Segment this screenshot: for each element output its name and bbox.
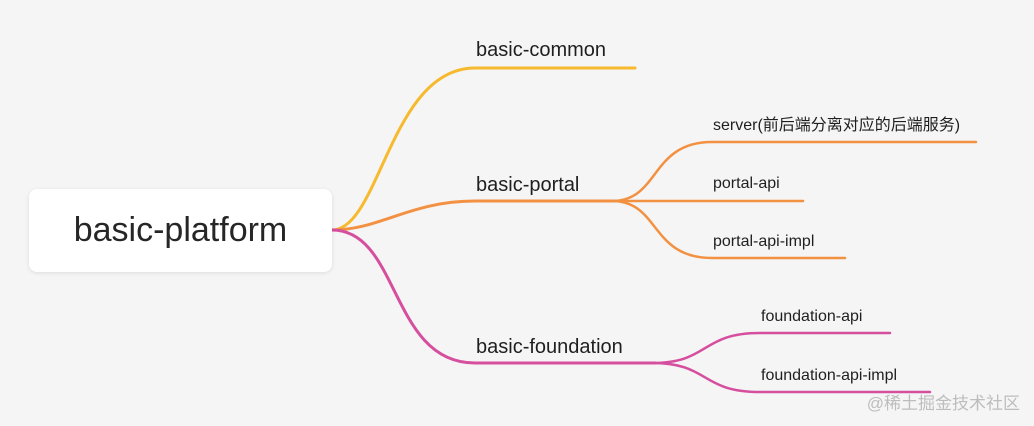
- branch-basic-foundation-label[interactable]: basic-foundation: [476, 336, 623, 358]
- edge-foundation-api: [650, 331, 892, 365]
- node-foundation-api-label[interactable]: foundation-api: [761, 308, 863, 325]
- edge-root-common: [330, 66, 637, 232]
- edge-portal-server: [610, 140, 978, 203]
- branch-basic-common-label[interactable]: basic-common: [476, 39, 607, 61]
- root-node[interactable]: basic-platform: [29, 189, 332, 272]
- node-server-label[interactable]: server(前后端分离对应的后端服务): [713, 117, 961, 134]
- node-foundation-api-impl-label[interactable]: foundation-api-impl: [761, 367, 898, 384]
- watermark-text: @稀土掘金技术社区: [866, 394, 1020, 413]
- node-portal-api-label[interactable]: portal-api: [713, 175, 780, 192]
- branch-basic-portal-label[interactable]: basic-portal: [476, 174, 580, 196]
- root-node-label: basic-platform: [73, 211, 288, 249]
- edge-root-portal: [330, 199, 617, 232]
- edge-portal-api-impl: [610, 199, 847, 260]
- edge-root-foundation: [330, 228, 657, 365]
- edge-foundation-api-impl: [650, 361, 932, 394]
- node-portal-api-impl-label[interactable]: portal-api-impl: [713, 233, 815, 250]
